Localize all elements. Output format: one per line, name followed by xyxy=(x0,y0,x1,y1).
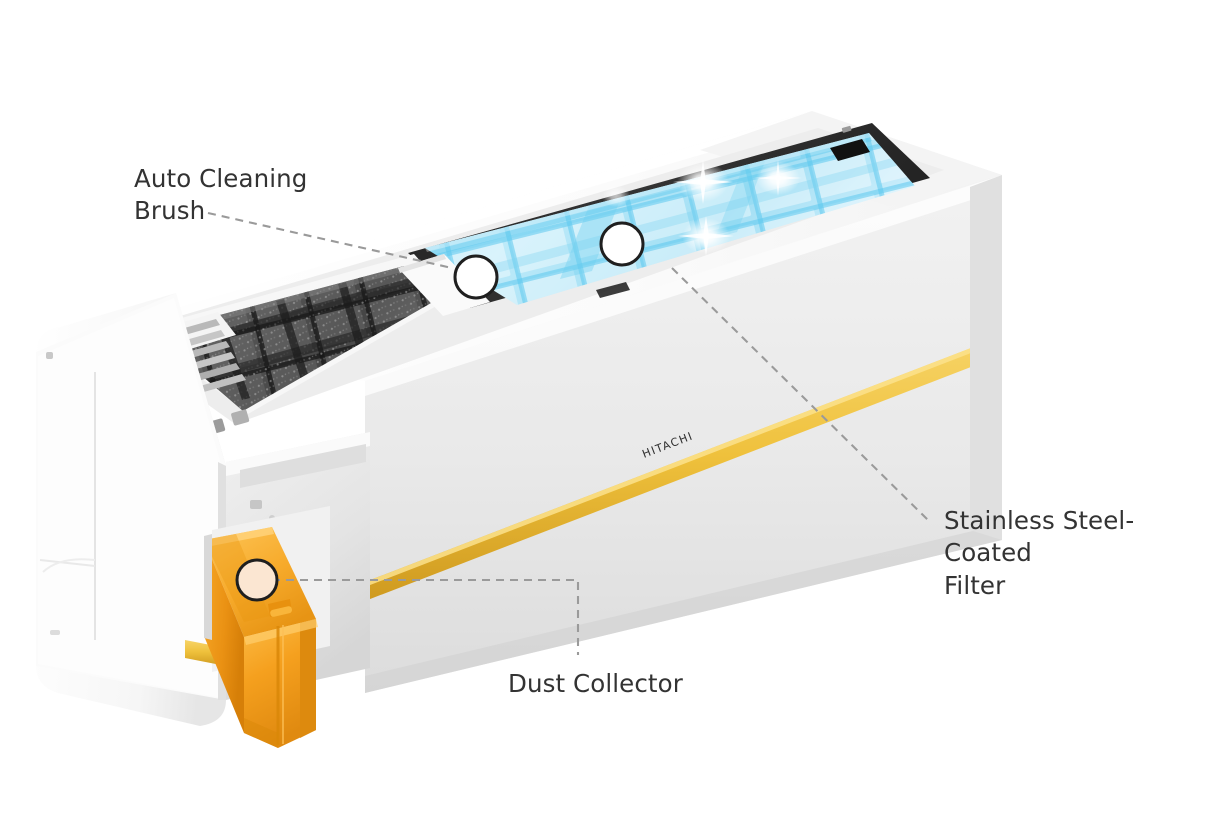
filter-frame-latches xyxy=(596,125,870,298)
leader-stainless-filter xyxy=(671,267,931,523)
accent-stripe-front xyxy=(365,336,1002,601)
callout-markers xyxy=(235,221,645,602)
callout-label-dust-collector: Dust Collector xyxy=(508,669,683,698)
callout-label-stainless-steel-coated-filter: Stainless Steel-Coated Filter xyxy=(944,506,1135,600)
callout-leader-lines xyxy=(207,211,931,655)
leader-dust-collector xyxy=(272,578,580,655)
drawer-slot-shadow xyxy=(204,534,212,640)
marker-stainless-filter xyxy=(599,221,645,267)
filter-slider-cover xyxy=(398,254,490,316)
unit-front-panel xyxy=(365,175,1002,693)
unit-left-end-cap xyxy=(36,293,226,726)
callout-label-auto-cleaning-brush: Auto Cleaning Brush xyxy=(134,164,308,226)
marker-dust-collector xyxy=(235,558,279,602)
filter-sparkles xyxy=(602,160,802,256)
marker-auto-cleaning-brush xyxy=(453,254,499,300)
unit-right-end xyxy=(970,175,1002,540)
